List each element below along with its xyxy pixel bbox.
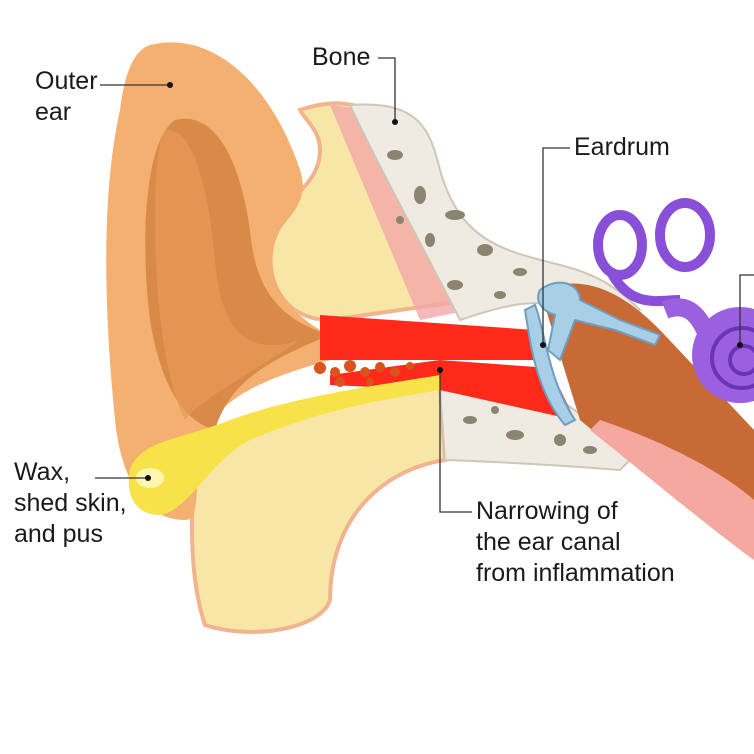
- earwax-blob: [128, 375, 440, 515]
- label-line: ear: [35, 98, 72, 126]
- label-eardrum: Eardrum: [574, 133, 670, 161]
- label-line: Outer: [35, 67, 98, 95]
- label-line: from inflammation: [476, 559, 675, 587]
- label-line: the ear canal: [476, 528, 621, 556]
- label-line: and pus: [14, 520, 103, 548]
- ear-canal-inflamed: [320, 315, 545, 360]
- label-wax: Wax, shed skin, and pus: [14, 457, 127, 550]
- label-bone: Bone: [312, 43, 371, 71]
- label-line: shed skin,: [14, 489, 127, 517]
- inflamed-debris: [314, 360, 414, 387]
- leader-lines: [95, 57, 754, 513]
- label-outer-ear: Outer ear: [35, 66, 98, 128]
- eardrum: [523, 303, 577, 427]
- label-line: Narrowing of: [476, 497, 618, 525]
- bone-pores: [387, 150, 527, 299]
- ossicles: [537, 281, 662, 362]
- label-line: Wax,: [14, 458, 71, 486]
- inner-ear-cochlea: [593, 198, 715, 307]
- label-narrowing: Narrowing of the ear canal from inflamma…: [476, 496, 675, 589]
